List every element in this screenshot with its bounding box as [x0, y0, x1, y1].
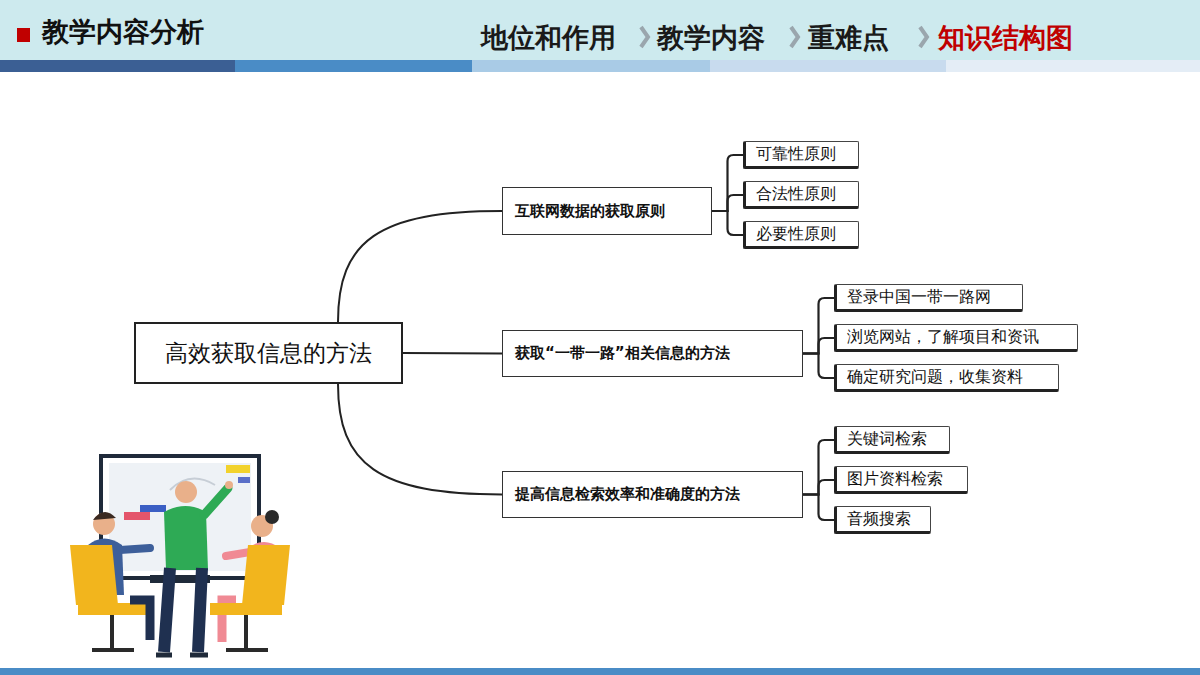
illustration-part	[246, 542, 282, 598]
illustration-part	[130, 600, 150, 640]
illustration-part	[170, 479, 215, 490]
illustration-part	[120, 548, 150, 550]
node-text: 提高信息检索效率和准确度的方法	[515, 485, 740, 504]
illustration-part	[93, 512, 116, 520]
illustration-part	[204, 488, 228, 515]
connector-line	[803, 354, 834, 379]
nav-tab: 重难点	[808, 20, 889, 56]
node-text: 登录中国一带一路网	[847, 287, 991, 308]
leaf-box: 关键词检索	[834, 426, 950, 454]
stripe-segment	[710, 60, 946, 72]
header-stripe	[0, 60, 1200, 72]
illustration-part	[88, 539, 124, 596]
connector-line	[403, 352, 502, 355]
illustration-part	[156, 653, 208, 658]
nav-tab: 知识结构图	[938, 20, 1073, 56]
leaf-box: 登录中国一带一路网	[834, 284, 1023, 312]
illustration-part	[265, 510, 279, 524]
connector-line	[803, 480, 834, 495]
stripe-segment	[235, 60, 472, 72]
node-text: 必要性原则	[756, 224, 836, 245]
illustration-part	[164, 568, 202, 652]
illustration-part	[920, 27, 927, 47]
leaf-box: 合法性原则	[743, 181, 859, 209]
illustration-part	[641, 27, 648, 47]
nav-tab: 教学内容	[657, 20, 765, 56]
connector-line	[803, 495, 834, 521]
leaf-box: 浏览网站，了解项目和资讯	[834, 324, 1078, 352]
node-text: 确定研究问题，收集资料	[847, 367, 1023, 388]
connector-line	[338, 211, 502, 322]
illustration-part	[226, 465, 250, 473]
illustration-part	[222, 600, 236, 642]
illustration-part	[140, 505, 166, 512]
node-text: 高效获取信息的方法	[165, 338, 372, 369]
illustration-part	[164, 506, 208, 570]
illustration-part	[124, 512, 150, 520]
illustration-part	[210, 603, 282, 615]
illustration-part	[225, 481, 233, 489]
illustration-part	[101, 456, 259, 578]
stripe-segment	[472, 60, 710, 72]
illustration-part	[17, 28, 30, 42]
node-text: 音频搜索	[847, 509, 911, 530]
branch-box: 获取“一带一路”相关信息的方法	[502, 330, 803, 377]
illustration-part	[0, 668, 1200, 675]
illustration-part	[242, 545, 290, 605]
illustration-part	[175, 481, 197, 503]
node-text: 获取“一带一路”相关信息的方法	[515, 344, 730, 363]
node-text: 图片资料检索	[847, 469, 943, 490]
connector-line	[803, 338, 834, 354]
stripe-segment	[946, 60, 1200, 72]
illustration-part	[791, 27, 798, 47]
branch-box: 提高信息检索效率和准确度的方法	[502, 471, 803, 518]
illustration-part	[70, 545, 118, 605]
illustration-part	[109, 463, 251, 571]
leaf-box: 图片资料检索	[834, 466, 968, 494]
illustration-part	[150, 575, 210, 583]
connector-line	[712, 195, 743, 211]
node-text: 互联网数据的获取原则	[515, 202, 665, 221]
connector-line	[712, 211, 743, 235]
node-text: 可靠性原则	[756, 144, 836, 165]
connector-line	[803, 440, 834, 495]
node-text: 合法性原则	[756, 184, 836, 205]
leaf-box: 确定研究问题，收集资料	[834, 364, 1059, 392]
leaf-box: 必要性原则	[743, 221, 859, 249]
leaf-box: 可靠性原则	[743, 141, 859, 169]
illustration-part	[226, 552, 250, 556]
illustration-part	[78, 603, 148, 615]
slide-title: 教学内容分析	[42, 14, 204, 50]
connector-line	[338, 384, 502, 495]
illustration-part	[92, 615, 134, 650]
node-text: 关键词检索	[847, 429, 927, 450]
root-box: 高效获取信息的方法	[134, 322, 403, 384]
stripe-segment	[0, 60, 235, 72]
branch-box: 互联网数据的获取原则	[502, 187, 712, 235]
connector-line	[712, 155, 743, 211]
illustration-part	[238, 477, 250, 483]
connector-line	[803, 298, 834, 354]
illustration-part	[93, 513, 115, 535]
nav-tab: 地位和作用	[481, 20, 616, 56]
leaf-box: 音频搜索	[834, 506, 931, 534]
node-text: 浏览网站，了解项目和资讯	[847, 327, 1039, 348]
illustration-part	[251, 515, 273, 537]
illustration-part	[226, 615, 268, 650]
